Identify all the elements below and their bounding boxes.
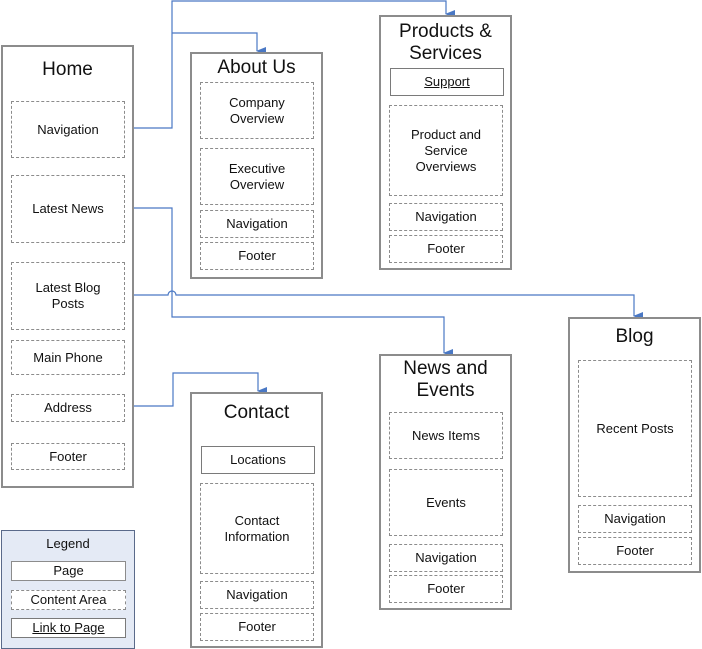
page-news-events: News and Events News Items Events Naviga… xyxy=(379,354,512,610)
area-products-footer: Footer xyxy=(389,235,503,263)
page-blog: Blog Recent Posts Navigation Footer xyxy=(568,317,701,573)
legend-link-to-page: Link to Page xyxy=(11,618,126,638)
area-news-items: News Items xyxy=(389,412,503,459)
area-blog-recent-posts: Recent Posts xyxy=(578,360,692,497)
legend: Legend Page Content Area Link to Page xyxy=(1,530,135,649)
area-contact-footer: Footer xyxy=(200,613,314,641)
area-about-navigation: Navigation xyxy=(200,210,314,238)
area-blog-footer: Footer xyxy=(578,537,692,565)
connector-address-to-contact xyxy=(123,372,267,407)
area-contact-information: Contact Information xyxy=(200,483,314,574)
area-home-footer: Footer xyxy=(11,443,125,470)
page-title-home: Home xyxy=(42,59,93,80)
legend-content-area: Content Area xyxy=(11,590,126,610)
area-home-navigation: Navigation xyxy=(11,101,125,158)
link-locations[interactable]: Locations xyxy=(201,446,315,474)
area-home-latest-blog-posts: Latest Blog Posts xyxy=(11,262,125,330)
page-title-about-us: About Us xyxy=(217,57,296,78)
area-home-main-phone: Main Phone xyxy=(11,340,125,375)
page-title-contact: Contact xyxy=(223,402,290,423)
page-products-services: Products & Services Support Product and … xyxy=(379,15,512,270)
page-contact: Contact Locations Contact Information Na… xyxy=(190,392,323,648)
area-news-footer: Footer xyxy=(389,575,503,603)
area-home-latest-news: Latest News xyxy=(11,175,125,243)
area-events: Events xyxy=(389,469,503,536)
link-support[interactable]: Support xyxy=(390,68,504,96)
area-contact-navigation: Navigation xyxy=(200,581,314,609)
area-about-executive-overview: Executive Overview xyxy=(200,148,314,205)
legend-title: Legend xyxy=(46,536,90,551)
legend-page: Page xyxy=(11,561,126,581)
connector-navigation-to-about-us xyxy=(172,32,266,55)
page-about-us: About Us Company Overview Executive Over… xyxy=(190,52,323,279)
connector-navigation-to-products xyxy=(123,0,455,129)
connector-latest-blog-to-blog xyxy=(123,290,643,320)
area-about-footer: Footer xyxy=(200,242,314,270)
page-title-news-events: News and Events xyxy=(403,358,488,401)
area-about-company-overview: Company Overview xyxy=(200,82,314,139)
page-title-products-services: Products & Services xyxy=(399,21,492,64)
area-product-service-overviews: Product and Service Overviews xyxy=(389,105,503,196)
page-title-blog: Blog xyxy=(615,326,654,347)
area-news-navigation: Navigation xyxy=(389,544,503,572)
area-blog-navigation: Navigation xyxy=(578,505,692,533)
area-products-navigation: Navigation xyxy=(389,203,503,231)
connector-latest-news-to-news-events xyxy=(123,207,453,357)
page-home: Home Navigation Latest News Latest Blog … xyxy=(1,45,134,488)
area-home-address: Address xyxy=(11,394,125,422)
